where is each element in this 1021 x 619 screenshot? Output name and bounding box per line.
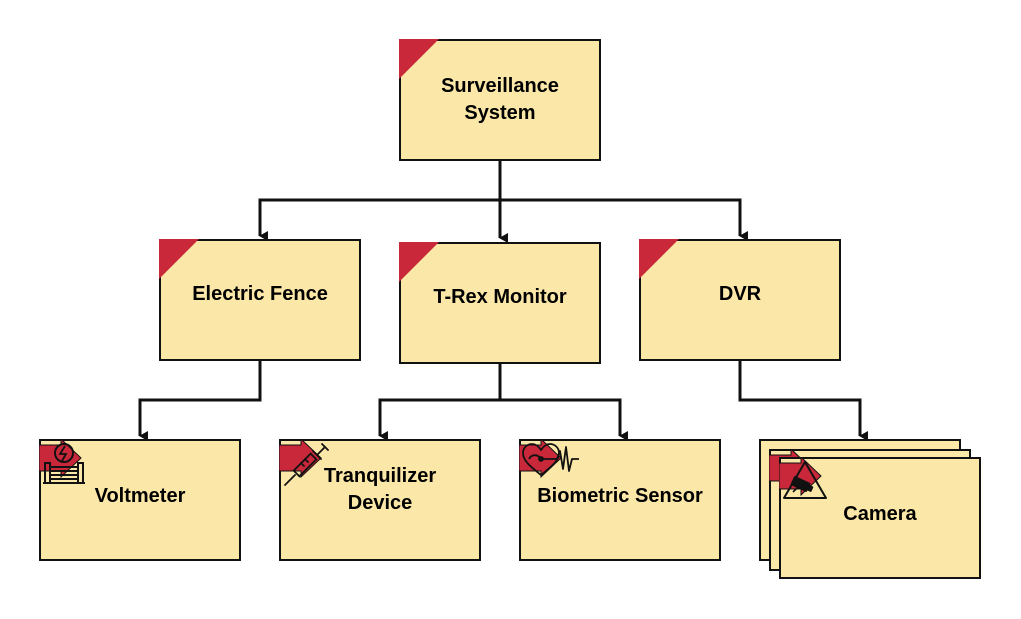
node-biometric-label: Biometric Sensor <box>537 484 703 507</box>
node-camera: Camera <box>779 457 981 579</box>
node-root-label: Surveillance System <box>441 75 559 124</box>
node-camera-label: Camera <box>843 502 917 525</box>
connector-trex-tranquilizer <box>378 363 502 441</box>
connector-electric-fence-voltmeter <box>138 360 262 441</box>
node-biometric: Biometric Sensor <box>519 439 721 561</box>
corner-flag-icon <box>639 239 679 279</box>
connector-trex-biometric <box>500 398 628 441</box>
node-electric-fence-label: Electric Fence <box>192 282 328 305</box>
camera-warning-icon <box>783 461 827 499</box>
connector-root-electric-fence <box>258 160 502 241</box>
electric-gate-icon <box>43 443 85 484</box>
node-electric-fence: Electric Fence <box>159 239 361 361</box>
arrow-tag-icon <box>279 439 322 479</box>
node-tranquilizer: Tranquilizer Device <box>279 439 481 561</box>
syringe-icon <box>284 443 329 486</box>
corner-flag-icon <box>159 239 199 279</box>
heartbeat-icon <box>522 443 579 476</box>
node-dvr: DVR <box>639 239 841 361</box>
node-trex-monitor: T-Rex Monitor <box>399 242 601 364</box>
node-voltmeter-label: Voltmeter <box>94 484 186 507</box>
node-dvr-label: DVR <box>718 282 762 305</box>
connector-root-dvr <box>500 198 748 241</box>
node-root: Surveillance System <box>399 39 601 161</box>
corner-flag-icon <box>399 39 439 79</box>
corner-flag-icon <box>399 242 439 282</box>
node-tranquilizer-label: Tranquilizer Device <box>323 465 437 514</box>
node-voltmeter: Voltmeter <box>39 439 241 561</box>
connector-dvr-camera <box>738 360 868 441</box>
node-trex-monitor-label: T-Rex Monitor <box>433 285 567 308</box>
